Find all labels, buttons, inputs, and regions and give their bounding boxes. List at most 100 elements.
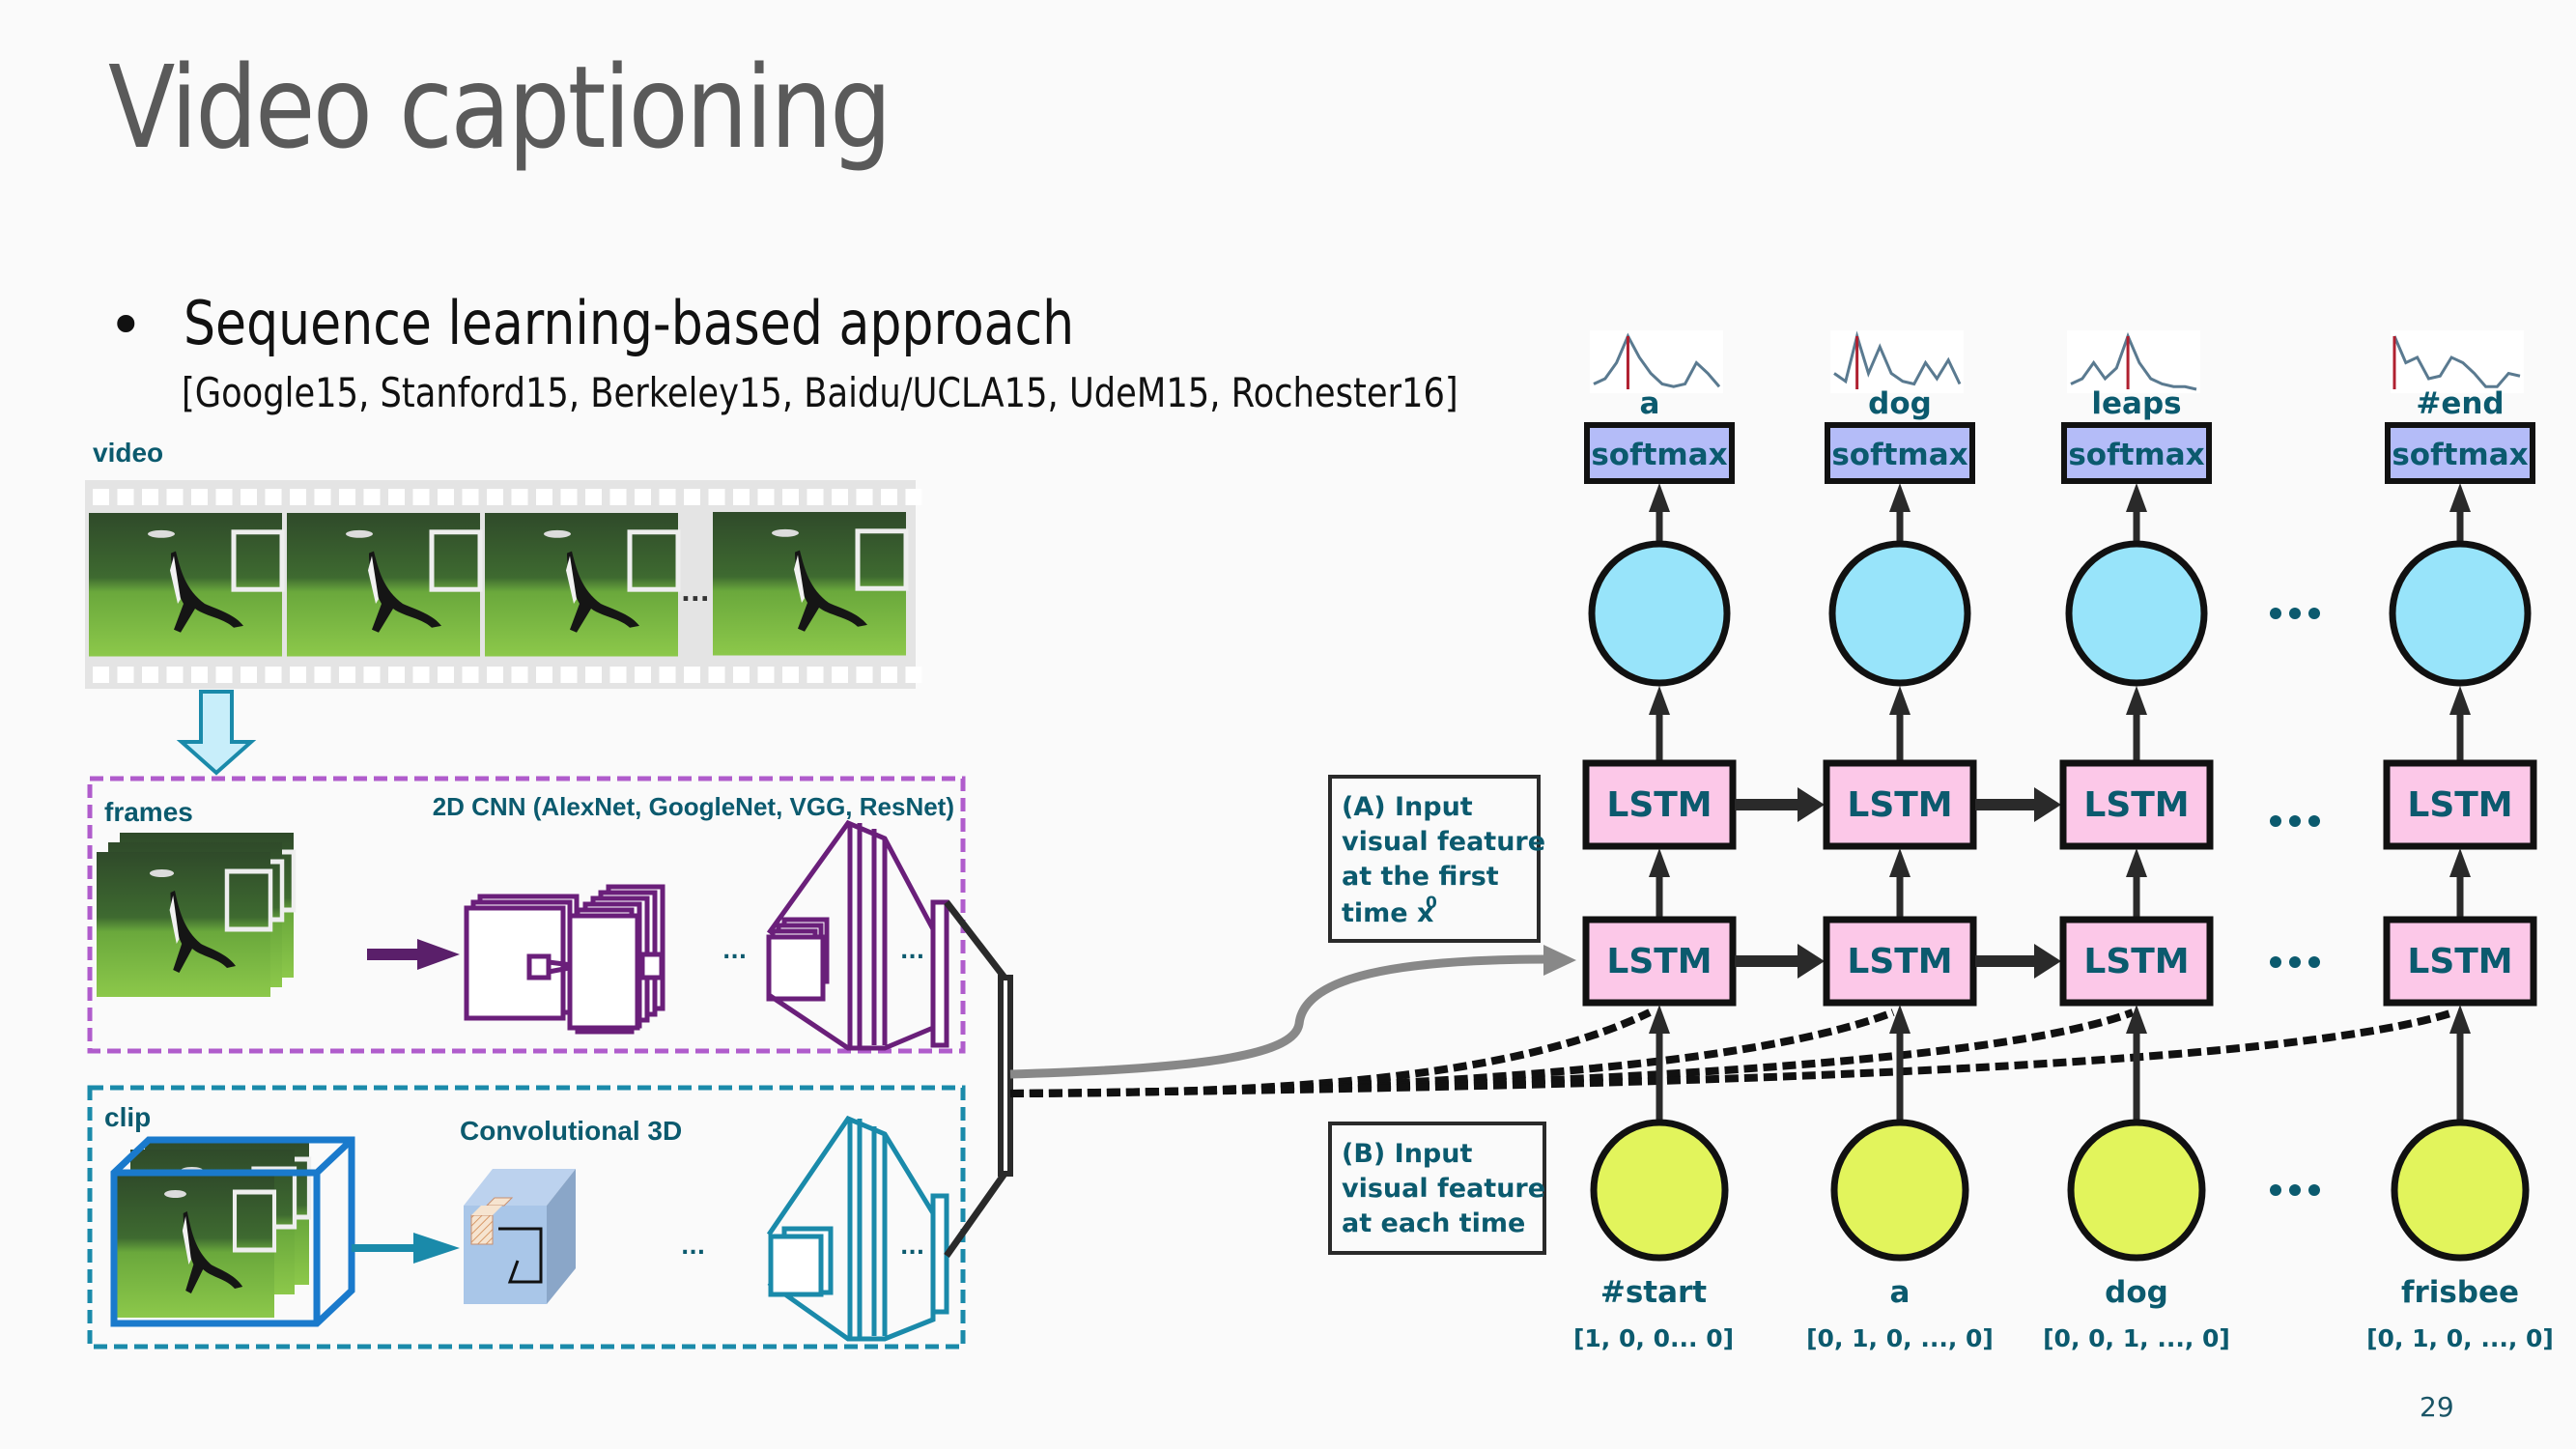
- lstm-stack-arrow-arrowhead-icon: [2126, 848, 2147, 877]
- frames-to-cnn-arrow-icon: [367, 939, 460, 970]
- lstm-stack-arrow-arrowhead-icon: [1649, 848, 1670, 877]
- input-first-time-connector: [1009, 954, 1551, 1079]
- input-ellipsis-dot: [2289, 1184, 2301, 1196]
- lstm-to-hidden-arrow-arrowhead-icon: [1649, 686, 1670, 715]
- lstm-cell-top: [2059, 759, 2214, 850]
- softmax-box: [1584, 422, 1735, 484]
- input-word: #start: [1600, 1275, 1707, 1310]
- annotation-b: (B) Input visual feature at each time: [1328, 1122, 1546, 1255]
- softmax-label: softmax: [1831, 438, 1967, 472]
- page-number: 29: [2420, 1391, 2454, 1423]
- lstm-top-ellipsis-dot: [2289, 815, 2301, 827]
- conv3d-ellipsis: ...: [681, 1236, 705, 1260]
- output-word: a: [1640, 386, 1660, 421]
- input-word-node: [1590, 1119, 1729, 1262]
- probability-curve: [2070, 331, 2197, 391]
- recurrent-arrow-top-arrowhead-icon: [1798, 787, 1825, 822]
- clip-cube: [110, 1136, 355, 1327]
- conv3d-ellipsis-inner: ...: [900, 1236, 924, 1260]
- feature-concat-bar: [944, 899, 1013, 1259]
- input-ellipsis-dot: [2270, 1184, 2281, 1196]
- lstm-cell-bottom: [2383, 916, 2537, 1007]
- annotation-a-superscript: 0: [1426, 894, 1437, 913]
- recurrent-arrow-bottom-arrowhead-icon: [2034, 944, 2061, 979]
- lstm-cell-top: [2383, 759, 2537, 850]
- hidden-ellipsis-dot: [2308, 608, 2320, 619]
- lstm-label: LSTM: [1606, 942, 1712, 981]
- lstm-to-hidden-arrow-arrowhead-icon: [1889, 686, 1911, 715]
- hidden-state-node: [1588, 540, 1731, 687]
- video-frame: [713, 512, 906, 656]
- annotation-b-title: (B) Input: [1342, 1139, 1472, 1169]
- lstm-cell-bottom: [1823, 916, 1977, 1007]
- probability-chart: [2067, 330, 2200, 393]
- annotation-b-line2: visual feature: [1342, 1174, 1545, 1204]
- softmax-box: [1825, 422, 1975, 484]
- lstm-cell-bottom: [2059, 916, 2214, 1007]
- cnn2d-layers-icon: [464, 819, 949, 1051]
- output-word: dog: [1868, 386, 1932, 421]
- hidden-state-node: [2065, 540, 2208, 687]
- recurrent-arrow-bottom-arrowhead-icon: [1798, 944, 1825, 979]
- input-one-hot-vector: [0, 1, 0, ..., 0]: [1806, 1324, 1994, 1352]
- hidden-state-node: [1828, 540, 1971, 687]
- lstm-cell-top: [1582, 759, 1737, 850]
- input-word: frisbee: [2401, 1275, 2519, 1310]
- softmax-box: [2061, 422, 2212, 484]
- probability-chart: [1590, 330, 1723, 393]
- input-one-hot-vector: [0, 1, 0, ..., 0]: [2366, 1324, 2554, 1352]
- references: [Google15, Stanford15, Berkeley15, Baidu…: [182, 369, 1458, 416]
- lstm-label: LSTM: [2083, 785, 2189, 825]
- input-to-lstm-arrow-arrowhead-icon: [1649, 1005, 1670, 1034]
- annotation-a-line4: time x: [1342, 898, 1433, 928]
- lstm-label: LSTM: [2407, 785, 2512, 825]
- input-word: dog: [2105, 1275, 2168, 1310]
- lstm-bottom-ellipsis-dot: [2308, 956, 2320, 968]
- input-one-hot-vector: [1, 0, 0... 0]: [1573, 1324, 1734, 1352]
- annotation-a: (A) Input visual feature at the first ti…: [1328, 775, 1545, 943]
- annotation-a-line2: visual feature: [1342, 827, 1545, 857]
- softmax-box: [2385, 422, 2535, 484]
- hidden-ellipsis-dot: [2270, 608, 2281, 619]
- down-arrow-icon: [176, 690, 257, 776]
- hidden-to-softmax-arrow-arrowhead-icon: [1889, 483, 1911, 512]
- hidden-to-softmax-arrow-arrowhead-icon: [2449, 483, 2471, 512]
- probability-curve: [1833, 330, 1962, 386]
- clip-label: clip: [104, 1102, 151, 1132]
- annotation-a-line3: at the first: [1342, 862, 1499, 892]
- frames-box: [87, 776, 966, 1054]
- film-ellipsis: ...: [681, 579, 710, 608]
- cnn2d-ellipsis-inner: ...: [900, 940, 924, 964]
- softmax-label: softmax: [2392, 438, 2528, 472]
- input-to-lstm-arrow-arrowhead-icon: [1889, 1005, 1911, 1034]
- lstm-top-ellipsis-dot: [2270, 815, 2281, 827]
- hidden-state-node: [2389, 540, 2532, 687]
- bullet-text: Sequence learning-based approach: [184, 288, 1075, 358]
- hidden-ellipsis-dot: [2289, 608, 2301, 619]
- conv3d-layers-icon: [766, 1115, 949, 1342]
- video-frame: [287, 513, 480, 657]
- lstm-top-ellipsis-dot: [2308, 815, 2320, 827]
- probability-curve: [2392, 335, 2521, 388]
- lstm-stack-arrow-arrowhead-icon: [2449, 848, 2471, 877]
- input-word-node: [2391, 1119, 2530, 1262]
- lstm-label: LSTM: [2407, 942, 2512, 981]
- lstm-label: LSTM: [1847, 942, 1952, 981]
- video-label: video: [93, 438, 163, 468]
- video-frame: [89, 513, 282, 657]
- hidden-to-softmax-arrow-arrowhead-icon: [2126, 483, 2147, 512]
- input-word: a: [1890, 1275, 1911, 1310]
- lstm-to-hidden-arrow-arrowhead-icon: [2126, 686, 2147, 715]
- softmax-label: softmax: [1591, 438, 1727, 472]
- slide-title: Video captioning: [108, 41, 892, 174]
- probability-chart: [1830, 330, 1964, 393]
- conv3d-label: Convolutional 3D: [460, 1116, 682, 1146]
- conv3d-cube-icon: [464, 1169, 576, 1304]
- bullet-marker: •: [108, 290, 144, 360]
- frames-stack: [97, 833, 294, 997]
- cnn2d-ellipsis: ...: [722, 940, 747, 964]
- input-one-hot-vector: [0, 0, 1, ..., 0]: [2043, 1324, 2230, 1352]
- lstm-label: LSTM: [2083, 942, 2189, 981]
